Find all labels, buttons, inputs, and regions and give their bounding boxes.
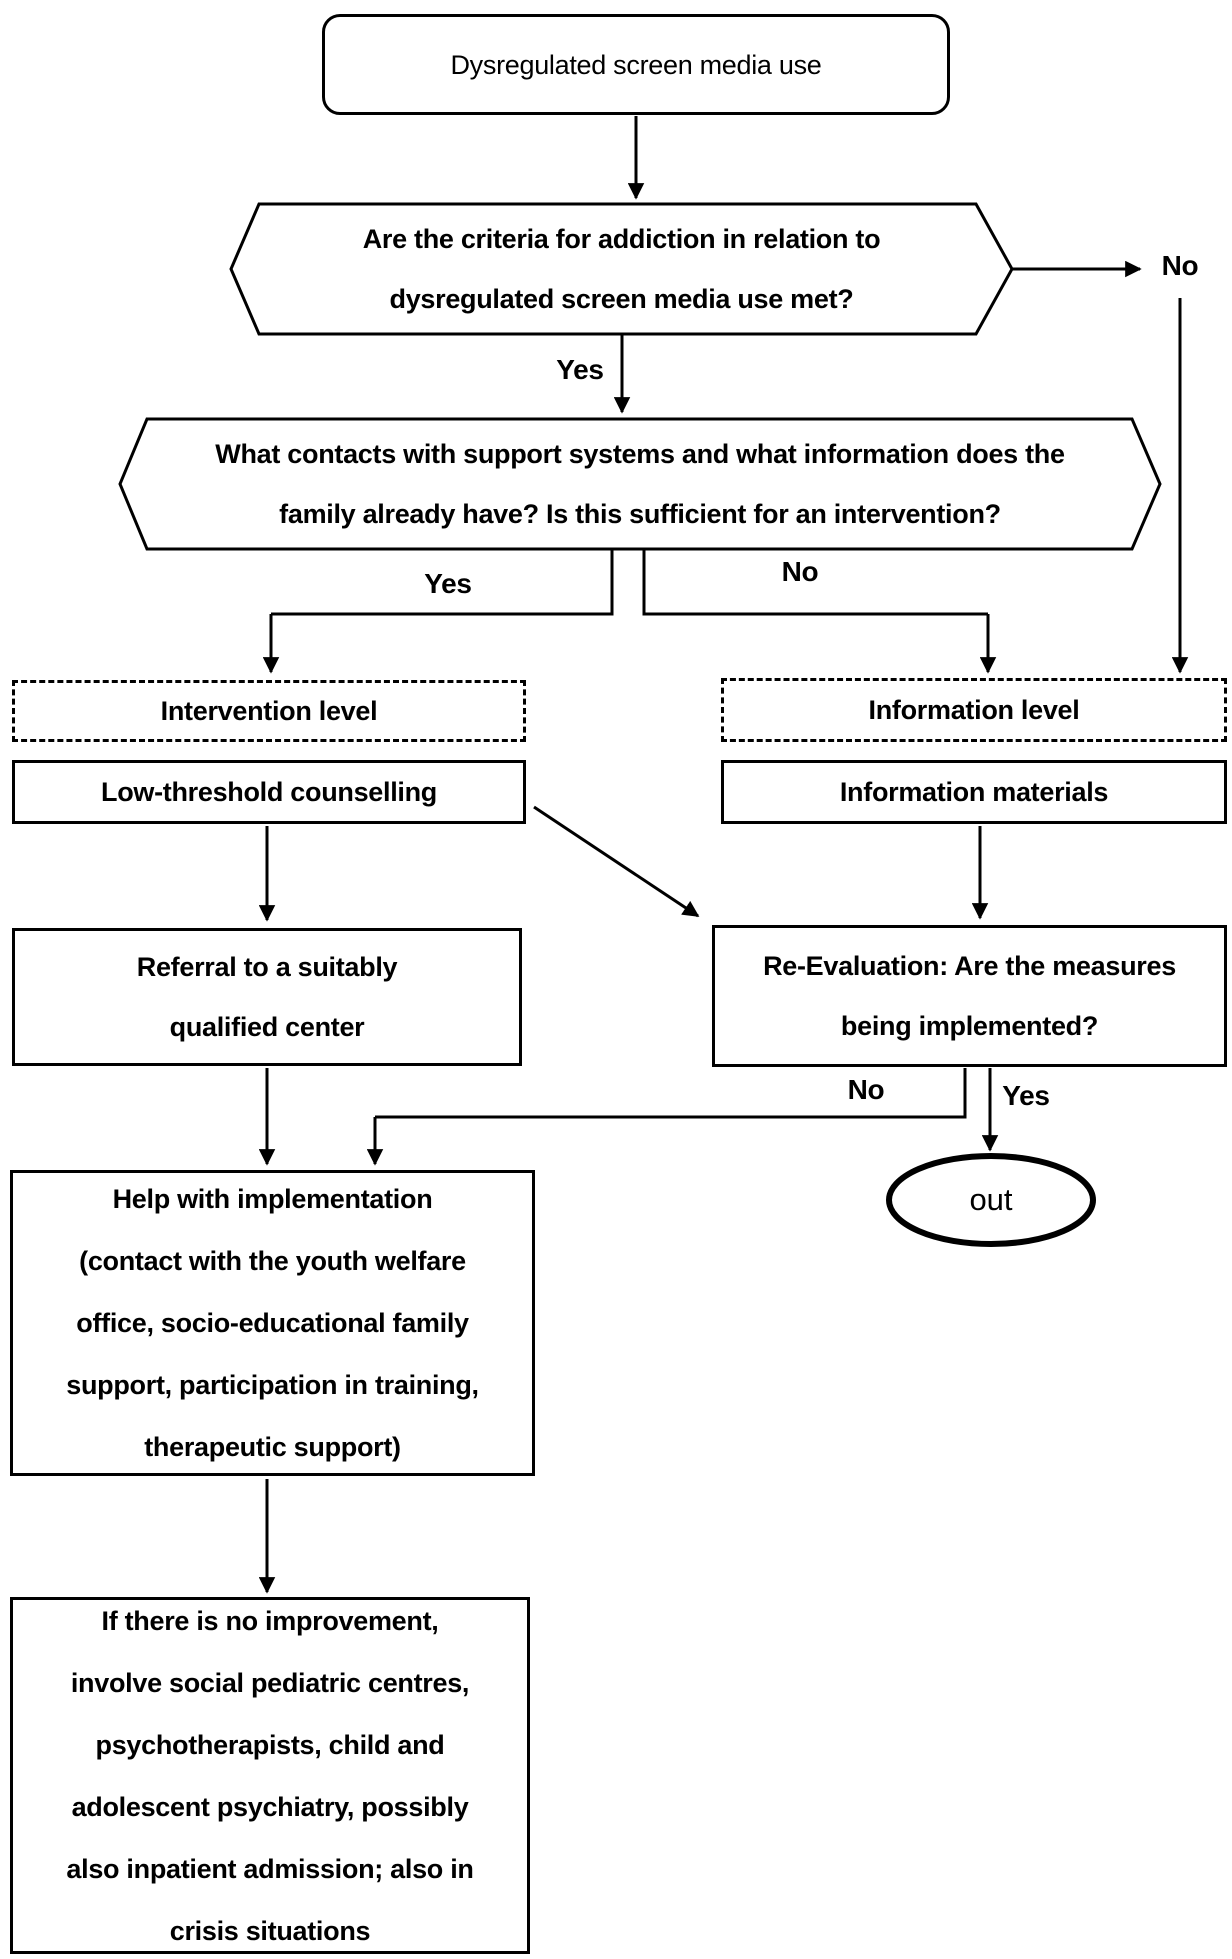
no-improvement-line: also inpatient admission; also in <box>66 1853 474 1884</box>
low-threshold-node: Low-threshold counselling <box>12 760 526 824</box>
decision1-hexagon-shape <box>229 202 1014 336</box>
low-threshold-label: Low-threshold counselling <box>101 777 437 807</box>
no-improvement-line: psychotherapists, child and <box>95 1729 445 1760</box>
out-node: out <box>889 1156 1093 1244</box>
referral-line: Referral to a suitably <box>136 952 398 982</box>
referral-line: qualified center <box>169 1012 365 1042</box>
connector-decision2-yes <box>271 549 614 616</box>
help-line: Help with implementation <box>112 1184 433 1214</box>
decision1-node: Are the criteria for addiction in relati… <box>231 204 1012 334</box>
information-level-node: Information level <box>721 678 1227 742</box>
start-node: Dysregulated screen media use <box>322 14 950 115</box>
out-label: out <box>969 1182 1013 1217</box>
help-node: Help with implementation (contact with t… <box>10 1170 535 1476</box>
decision2-hexagon-shape <box>118 417 1162 551</box>
arrow-lowthreshold-to-reevaluation <box>533 805 700 918</box>
edge-label-reevaluation-no: No <box>847 1074 885 1105</box>
information-level-label: Information level <box>868 695 1080 725</box>
reevaluation-line: Re-Evaluation: Are the measures <box>763 951 1176 981</box>
reevaluation-line: being implemented? <box>840 1011 1099 1041</box>
start-node-label: Dysregulated screen media use <box>450 49 822 80</box>
no-improvement-line: involve social pediatric centres, <box>70 1667 470 1698</box>
edge-label-decision1-no: No <box>1161 250 1199 281</box>
no-improvement-line: adolescent psychiatry, possibly <box>71 1791 469 1822</box>
reevaluation-node: Re-Evaluation: Are the measures being im… <box>712 925 1227 1067</box>
edge-label-decision2-yes: Yes <box>424 568 472 599</box>
help-line: support, participation in training, <box>66 1370 479 1400</box>
help-line: therapeutic support) <box>144 1432 401 1462</box>
help-line: (contact with the youth welfare <box>79 1246 466 1276</box>
no-improvement-node: If there is no improvement, involve soci… <box>10 1597 530 1954</box>
information-materials-label: Information materials <box>839 777 1109 807</box>
intervention-level-node: Intervention level <box>12 680 526 742</box>
no-improvement-line: If there is no improvement, <box>101 1605 439 1636</box>
edge-label-reevaluation-yes: Yes <box>1002 1080 1050 1111</box>
decision1-line: dysregulated screen media use met? <box>389 284 854 314</box>
decision2-line: family already have? Is this sufficient … <box>279 499 1001 529</box>
edge-label-decision2-no: No <box>781 556 819 587</box>
help-line: office, socio-educational family <box>76 1308 469 1338</box>
connector-decision2-no <box>642 549 988 616</box>
decision1-line: Are the criteria for addiction in relati… <box>362 224 881 254</box>
information-materials-node: Information materials <box>721 760 1227 824</box>
out-ellipse-shape <box>886 1153 1096 1247</box>
intervention-level-label: Intervention level <box>160 696 378 726</box>
decision2-line: What contacts with support systems and w… <box>215 439 1065 469</box>
referral-node: Referral to a suitably qualified center <box>12 928 522 1066</box>
edge-label-decision1-yes: Yes <box>556 354 604 385</box>
decision2-node: What contacts with support systems and w… <box>120 419 1160 549</box>
connector-reevaluation-no <box>375 1068 967 1119</box>
no-improvement-line: crisis situations <box>169 1915 371 1946</box>
